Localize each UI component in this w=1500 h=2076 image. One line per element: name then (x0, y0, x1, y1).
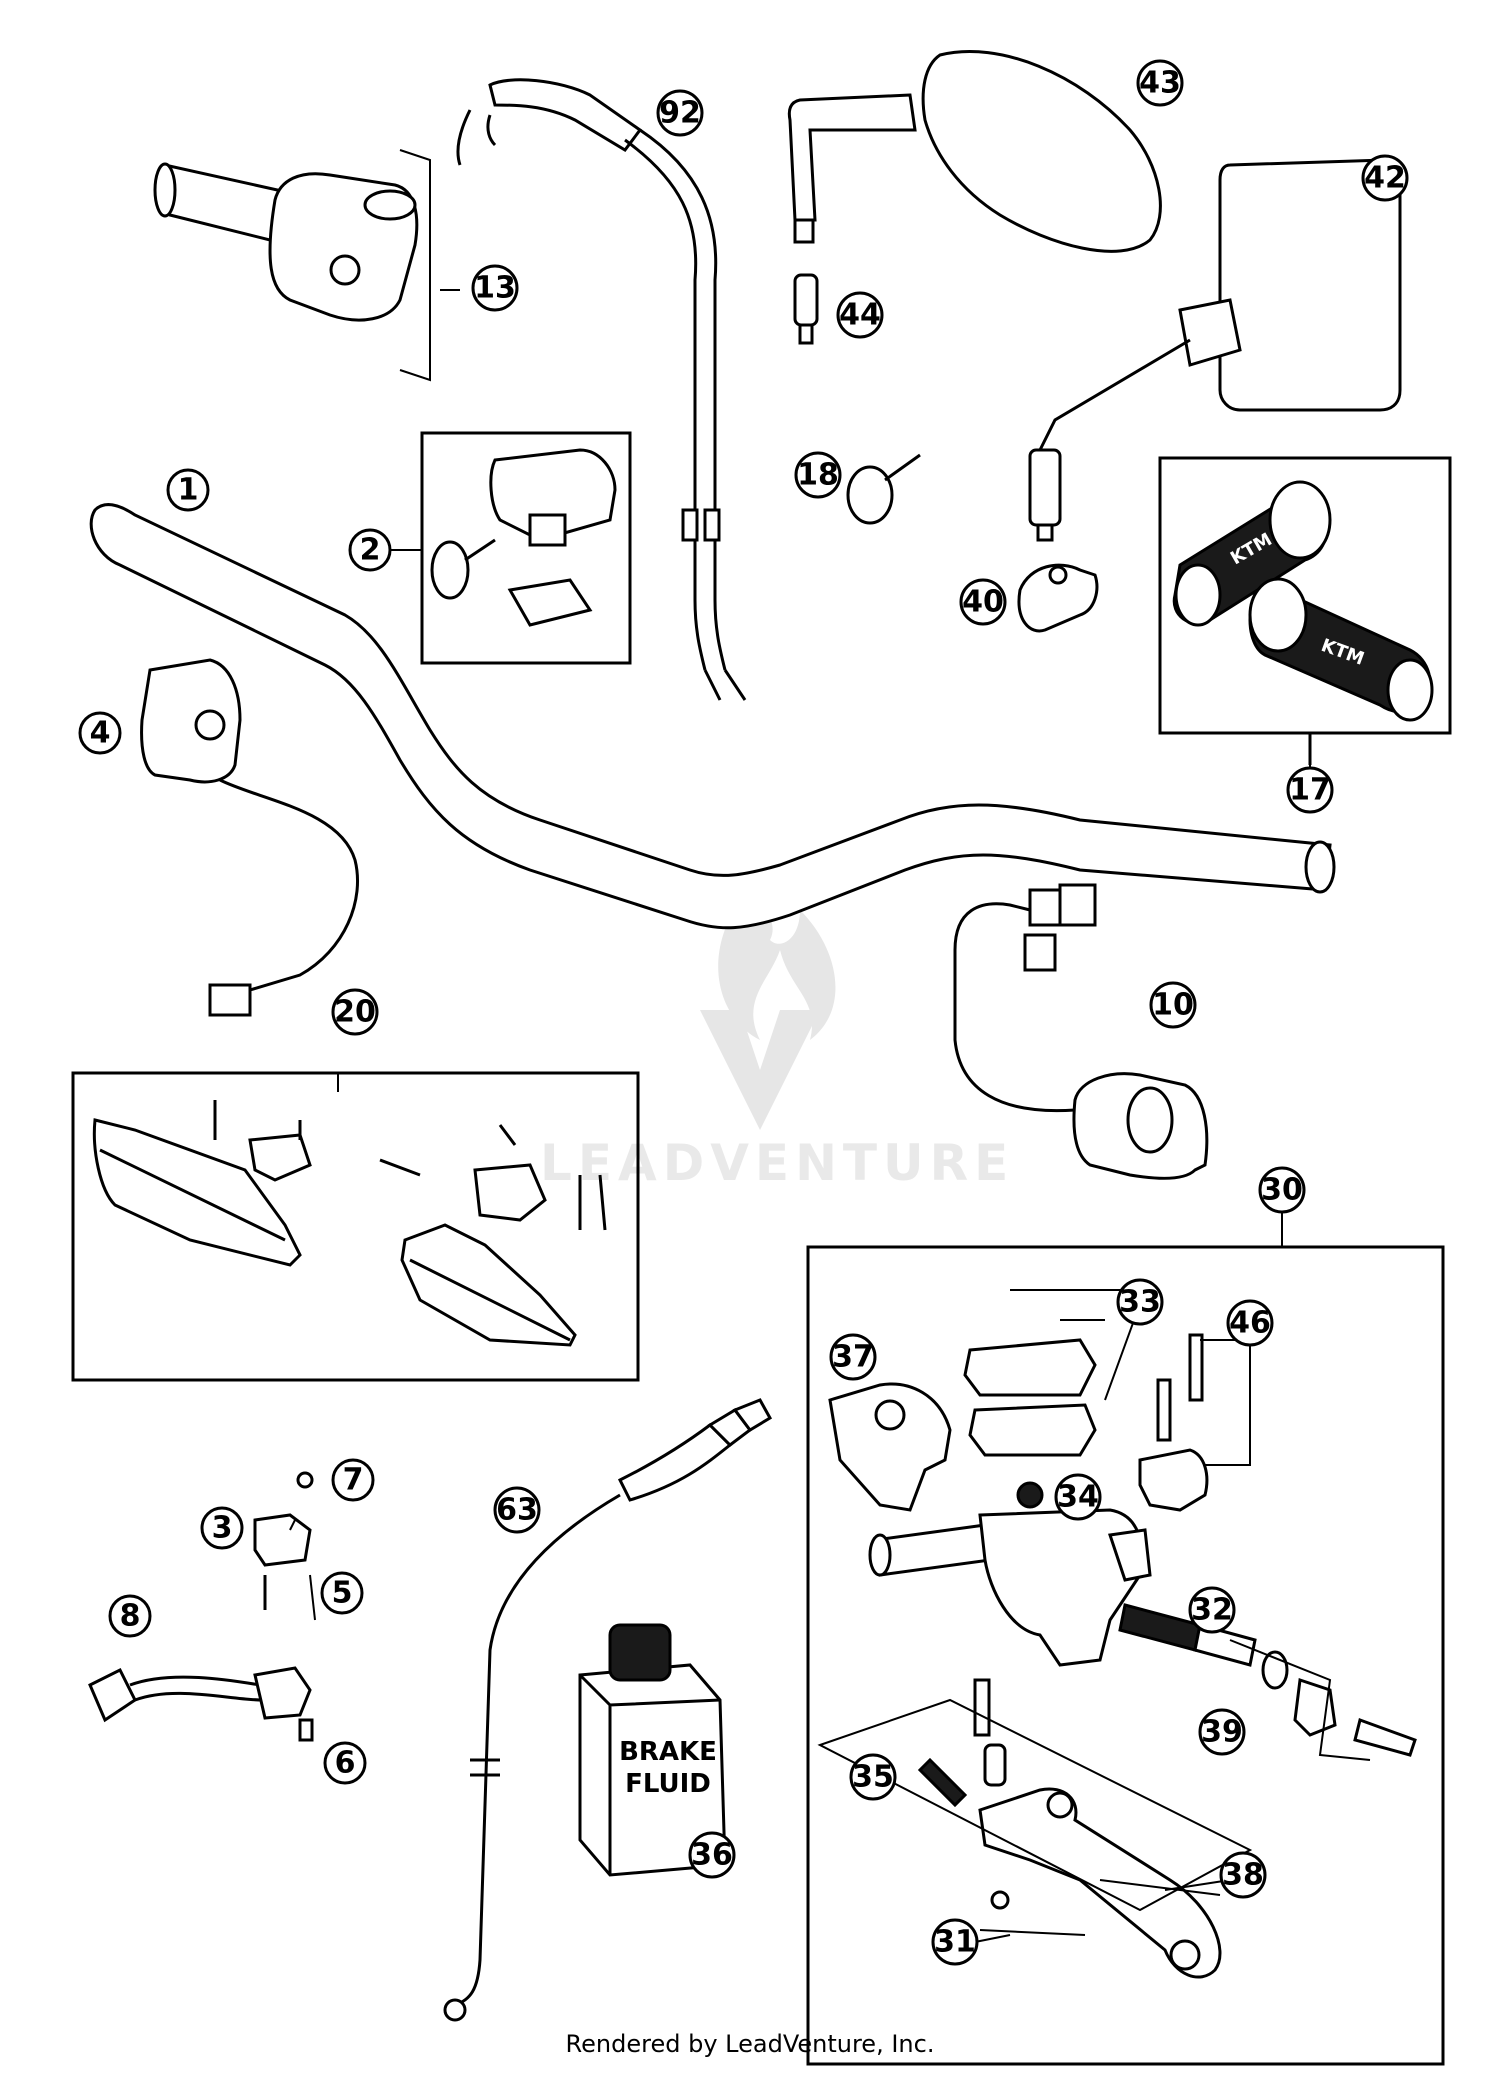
left-switch (140, 658, 360, 1017)
mirror-adapter (793, 273, 819, 345)
cable-connector (443, 1398, 773, 2022)
callout-7[interactable]: 7 (331, 1458, 375, 1502)
callout-30[interactable]: 30 (1258, 1166, 1306, 1214)
svg-text:34: 34 (1057, 1480, 1099, 1515)
callout-39[interactable]: 39 (1198, 1708, 1246, 1756)
callout-35[interactable]: 35 (849, 1753, 897, 1801)
svg-text:42: 42 (1364, 161, 1406, 196)
callout-4[interactable]: 4 (78, 711, 122, 755)
callout-92[interactable]: 92 (656, 89, 704, 137)
svg-text:43: 43 (1139, 66, 1181, 101)
callout-5[interactable]: 5 (320, 1571, 364, 1615)
callout-10[interactable]: 10 (1149, 981, 1197, 1029)
brake-fluid-can: BRAKE FLUID (578, 1623, 727, 1877)
svg-text:10: 10 (1152, 988, 1194, 1023)
svg-text:8: 8 (120, 1599, 141, 1634)
throttle-cables (456, 78, 747, 701)
callouts: 1 2 3 4 5 6 7 8 10 13 17 18 20 30 31 32 … (78, 59, 1409, 1966)
svg-text:17: 17 (1289, 773, 1331, 808)
svg-text:63: 63 (496, 1493, 538, 1528)
wire-connector (88, 1666, 314, 1742)
mirror-left (787, 50, 1162, 253)
callout-6[interactable]: 6 (323, 1741, 367, 1785)
svg-text:30: 30 (1261, 1173, 1303, 1208)
svg-text:5: 5 (332, 1576, 353, 1611)
mirror-clamp (1017, 563, 1099, 633)
svg-text:44: 44 (839, 298, 881, 333)
svg-text:7: 7 (343, 1463, 364, 1498)
switch-parts (253, 1471, 314, 1610)
watermark-logo: LEADVENTURE (540, 900, 1014, 1192)
brake-fluid-label-line1: BRAKE (619, 1737, 717, 1767)
svg-text:35: 35 (852, 1760, 894, 1795)
grips-set: KTM KTM (1158, 456, 1452, 765)
svg-text:3: 3 (212, 1511, 233, 1546)
callout-38[interactable]: 38 (1219, 1851, 1267, 1899)
mirror-right (1028, 158, 1402, 542)
brake-master-cylinder-set (806, 1245, 1445, 2066)
cable-tie (846, 453, 921, 525)
svg-text:32: 32 (1191, 1593, 1233, 1628)
hand-guard-set (71, 1071, 640, 1382)
kill-switch-set (420, 431, 632, 665)
watermark-text: LEADVENTURE (540, 1134, 1014, 1192)
right-switch (953, 883, 1209, 1180)
callout-43[interactable]: 43 (1136, 59, 1184, 107)
callout-40[interactable]: 40 (959, 578, 1007, 626)
footer-credit: Rendered by LeadVenture, Inc. (565, 2030, 935, 2058)
brake-fluid-label-line2: FLUID (625, 1769, 711, 1799)
svg-text:18: 18 (797, 458, 839, 493)
callout-31[interactable]: 31 (931, 1918, 979, 1966)
callout-36[interactable]: 36 (688, 1831, 736, 1879)
callout-3[interactable]: 3 (200, 1506, 244, 1550)
svg-text:38: 38 (1222, 1858, 1264, 1893)
svg-text:31: 31 (934, 1925, 976, 1960)
svg-text:46: 46 (1229, 1306, 1271, 1341)
svg-text:4: 4 (90, 716, 111, 751)
callout-32[interactable]: 32 (1188, 1586, 1236, 1634)
callout-34[interactable]: 34 (1054, 1473, 1102, 1521)
callout-37[interactable]: 37 (829, 1333, 877, 1381)
callout-1[interactable]: 1 (166, 468, 210, 512)
svg-text:92: 92 (659, 96, 701, 131)
svg-text:33: 33 (1119, 1285, 1161, 1320)
svg-text:2: 2 (360, 533, 381, 568)
handlebar (89, 503, 1336, 930)
callout-13[interactable]: 13 (471, 264, 519, 312)
svg-text:36: 36 (691, 1838, 733, 1873)
callout-20[interactable]: 20 (331, 988, 379, 1036)
throttle-assembly (153, 149, 431, 382)
callout-17[interactable]: 17 (1286, 766, 1334, 814)
callout-42[interactable]: 42 (1361, 154, 1409, 202)
callout-63[interactable]: 63 (493, 1486, 541, 1534)
callout-8[interactable]: 8 (108, 1594, 152, 1638)
svg-text:40: 40 (962, 585, 1004, 620)
svg-text:6: 6 (335, 1746, 356, 1781)
svg-text:20: 20 (334, 995, 376, 1030)
svg-text:1: 1 (178, 473, 199, 508)
callout-2[interactable]: 2 (348, 528, 392, 572)
callout-44[interactable]: 44 (836, 291, 884, 339)
svg-text:13: 13 (474, 271, 516, 306)
callout-18[interactable]: 18 (794, 451, 842, 499)
callout-33[interactable]: 33 (1116, 1278, 1164, 1326)
svg-text:39: 39 (1201, 1715, 1243, 1750)
svg-text:37: 37 (832, 1340, 874, 1375)
callout-46[interactable]: 46 (1226, 1299, 1274, 1347)
